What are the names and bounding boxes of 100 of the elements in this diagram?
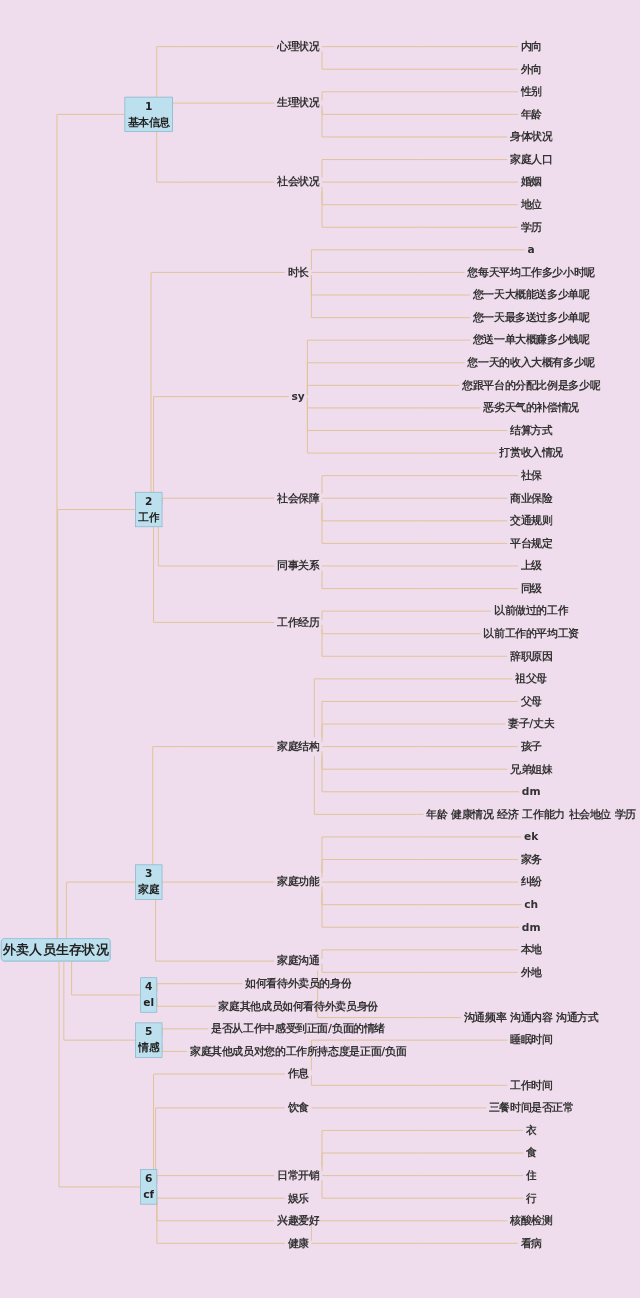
connector: [313, 678, 514, 738]
connector: [306, 384, 460, 397]
connector: [310, 1107, 487, 1109]
node-text: sy: [291, 389, 305, 403]
node-text: 日常开销: [276, 1168, 320, 1182]
node-box: [140, 977, 158, 1013]
connector: [310, 1074, 508, 1086]
node-text: 是否从工作中感受到正面/负面的情绪: [211, 1022, 386, 1035]
node-text: 结算方式: [509, 423, 553, 437]
connector: [150, 271, 286, 493]
node-text: 行: [525, 1191, 537, 1205]
connector: [321, 46, 519, 48]
connector: [161, 881, 275, 883]
connector: [71, 960, 142, 996]
connector: [306, 400, 498, 454]
connector: [321, 881, 519, 883]
connector: [321, 1152, 524, 1172]
node-text: 时长: [287, 265, 309, 279]
node-text: 外向: [520, 62, 542, 76]
connector: [321, 750, 508, 770]
connector: [153, 526, 275, 623]
node-text: 家庭功能: [276, 875, 320, 889]
connector: [321, 949, 519, 960]
node-box: [135, 1022, 163, 1058]
connector: [155, 898, 275, 962]
connector: [157, 526, 275, 567]
connector: [156, 46, 275, 98]
node-text: 社保: [520, 469, 542, 482]
connector: [321, 570, 519, 590]
node-text: 辞职原因: [509, 649, 553, 663]
node-text: 学历: [520, 220, 542, 234]
node-text: 住: [525, 1168, 537, 1182]
node-text: 年龄: [520, 107, 542, 121]
node-text: 商业保险: [509, 491, 553, 505]
connector: [321, 624, 482, 635]
connector: [310, 271, 466, 273]
connector: [313, 755, 425, 815]
connector: [321, 962, 519, 973]
connector: [321, 610, 492, 621]
connector: [321, 109, 508, 138]
node-text: 婚姻: [520, 175, 542, 189]
node-text: 您每天平均工作多少小时呢: [467, 265, 595, 279]
connector: [310, 277, 471, 319]
connector: [321, 497, 508, 499]
connector: [310, 1039, 508, 1071]
connector: [310, 249, 526, 271]
node-text: 年龄 健康情况 经济 工作能力 社会地位 学历: [426, 807, 637, 821]
connector: [321, 755, 520, 793]
connector: [321, 50, 519, 70]
node-box: [124, 96, 173, 132]
connector: [321, 104, 519, 115]
node-text: 打赏收入情况: [499, 446, 564, 460]
connector: [321, 475, 519, 495]
node-text: dm: [521, 785, 541, 798]
connector: [321, 159, 508, 179]
node-text: 父母: [520, 694, 542, 708]
connector: [310, 1242, 519, 1244]
connector: [321, 181, 519, 183]
node-text: dm: [521, 920, 541, 934]
node-text: 妻子/丈夫: [507, 717, 555, 731]
connector: [321, 859, 519, 878]
node-text: 家庭结构: [276, 739, 320, 753]
connector: [57, 509, 136, 940]
connector: [63, 960, 136, 1041]
node-text: 作息: [287, 1067, 309, 1080]
node-text: 同级: [520, 581, 542, 595]
connector: [321, 628, 508, 657]
connector: [321, 565, 519, 567]
connector: [321, 723, 506, 743]
node-text: 内向: [520, 40, 542, 53]
node-text: 性别: [520, 85, 542, 98]
node-text: 身体状况: [509, 130, 553, 143]
node-text: 娱乐: [287, 1191, 309, 1205]
node-text: 您跟平台的分配比例是多少呢: [462, 378, 601, 392]
connector: [156, 131, 275, 183]
node-text: 纠纷: [520, 875, 542, 889]
node-text: 健康: [287, 1236, 309, 1250]
node-text: 看病: [520, 1236, 542, 1250]
node-text: 衣: [525, 1123, 537, 1137]
node-text: 您送一单大概赚多少钱呢: [472, 333, 590, 347]
node-text: a: [527, 243, 535, 256]
node-text: 地位: [520, 198, 542, 211]
connector: [172, 102, 275, 107]
connector: [321, 186, 519, 206]
connector: [56, 113, 126, 940]
node-text: 祖父母: [515, 672, 548, 685]
node-text: 恶劣天气的补偿情况: [483, 401, 579, 414]
node-text: 您一天的收入大概有多少呢: [467, 356, 595, 369]
node-text: 家庭沟通: [276, 954, 320, 968]
connector: [306, 397, 482, 409]
connector: [321, 506, 508, 544]
connector: [321, 890, 520, 928]
node-text: 饮食: [287, 1101, 309, 1114]
node-text: 交通规则: [509, 514, 553, 527]
node-text: 兴趣爱好: [276, 1214, 320, 1227]
node-text: 睡眠时间: [509, 1033, 553, 1047]
connector: [321, 190, 519, 228]
node-text: 家庭人口: [509, 152, 553, 166]
node-text: 平台规定: [509, 536, 553, 550]
node-text: 同事关系: [276, 559, 320, 572]
